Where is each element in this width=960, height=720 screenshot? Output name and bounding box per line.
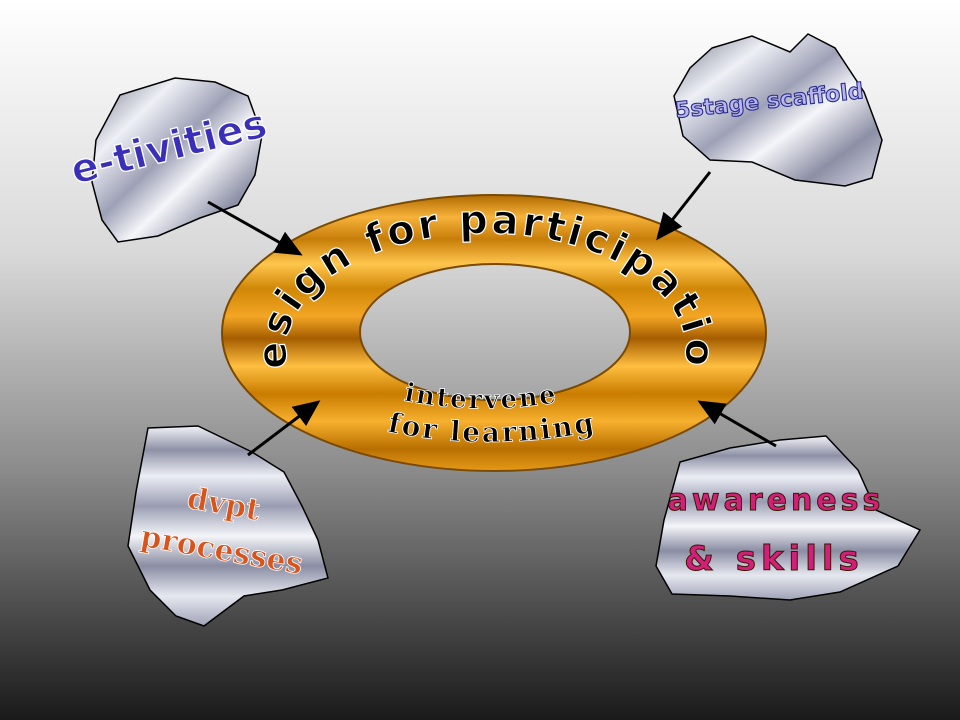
awareness-label-line1: awareness	[668, 483, 885, 518]
connector-arrows	[207, 171, 777, 457]
ring-shape	[220, 194, 768, 472]
arrow-e-tivities-to-ring	[207, 200, 303, 256]
arrow-awareness-to-ring	[697, 400, 777, 448]
stone-shape-e-tivities	[91, 77, 263, 243]
awareness-label-line2: & skills	[684, 539, 864, 579]
arrow-scaffold-to-ring	[656, 171, 712, 241]
node-dvpt-processes: dvpt processes	[127, 425, 329, 627]
arrow-dvpt-to-ring	[247, 400, 321, 457]
stone-shape-awareness	[655, 435, 922, 601]
ring-inner-text-line1: intervene	[402, 378, 560, 416]
node-e-tivities: e-tivities	[66, 77, 272, 243]
node-awareness-skills: awareness & skills	[655, 435, 922, 601]
node-5stage-scaffold: 5stage scaffold	[673, 33, 883, 187]
stone-shape-scaffold	[673, 33, 883, 187]
stone-shape-dvpt	[127, 425, 329, 627]
